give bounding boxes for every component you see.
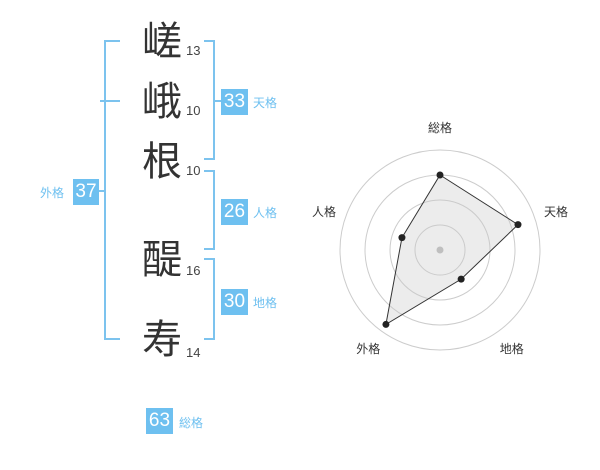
radar-axis-label-4: 外格 xyxy=(356,341,381,356)
name-char-2: 峨 xyxy=(142,79,182,125)
soukaku-badge: 63 xyxy=(146,408,173,434)
radar-point-5 xyxy=(398,234,406,242)
gaikaku-bracket xyxy=(104,40,120,340)
stroke-count-3: 10 xyxy=(186,163,201,178)
jinkaku-badge: 26 xyxy=(221,199,248,225)
radar-point-1 xyxy=(436,171,444,179)
radar-center-dot xyxy=(436,246,444,254)
stroke-count-4: 16 xyxy=(186,263,201,278)
name-char-3: 根 xyxy=(142,139,182,185)
soukaku-label: 総格 xyxy=(179,416,204,430)
radar-ring-2 xyxy=(389,199,491,301)
gaikaku-bracket-tick xyxy=(100,100,120,102)
tenkaku-label: 天格 xyxy=(253,96,278,110)
gaikaku-bracket-connector xyxy=(98,190,106,192)
stroke-count-1: 13 xyxy=(186,43,201,58)
radar-point-2 xyxy=(514,221,522,229)
radar-point-3 xyxy=(457,275,465,283)
gaikaku-badge: 37 xyxy=(73,179,99,205)
chikaku-badge: 30 xyxy=(221,289,248,315)
name-char-4: 醍 xyxy=(142,237,182,283)
stroke-count-2: 10 xyxy=(186,103,201,118)
jinkaku-bracket xyxy=(204,170,215,250)
name-char-1: 嵯 xyxy=(142,19,182,65)
stroke-count-5: 14 xyxy=(186,345,201,360)
radar-ring-4 xyxy=(339,149,541,351)
radar-point-4 xyxy=(382,320,390,328)
tenkaku-bracket-tick xyxy=(215,100,223,102)
radar-axis-label-5: 人格 xyxy=(311,205,336,220)
radar-axis-label-3: 地格 xyxy=(499,341,524,356)
radar-ring-1 xyxy=(414,224,466,276)
gaikaku-label: 外格 xyxy=(40,186,65,200)
radar-axis-label-1: 総格 xyxy=(428,121,453,135)
radar-axis-label-2: 天格 xyxy=(544,205,569,220)
radar-series-polygon xyxy=(385,174,519,326)
chikaku-label: 地格 xyxy=(253,296,278,310)
tenkaku-badge: 33 xyxy=(221,89,248,115)
chikaku-bracket xyxy=(204,258,215,340)
jinkaku-label: 人格 xyxy=(253,206,278,220)
name-char-5: 寿 xyxy=(142,317,182,363)
radar-chart xyxy=(339,149,541,351)
tenkaku-bracket xyxy=(204,40,223,160)
